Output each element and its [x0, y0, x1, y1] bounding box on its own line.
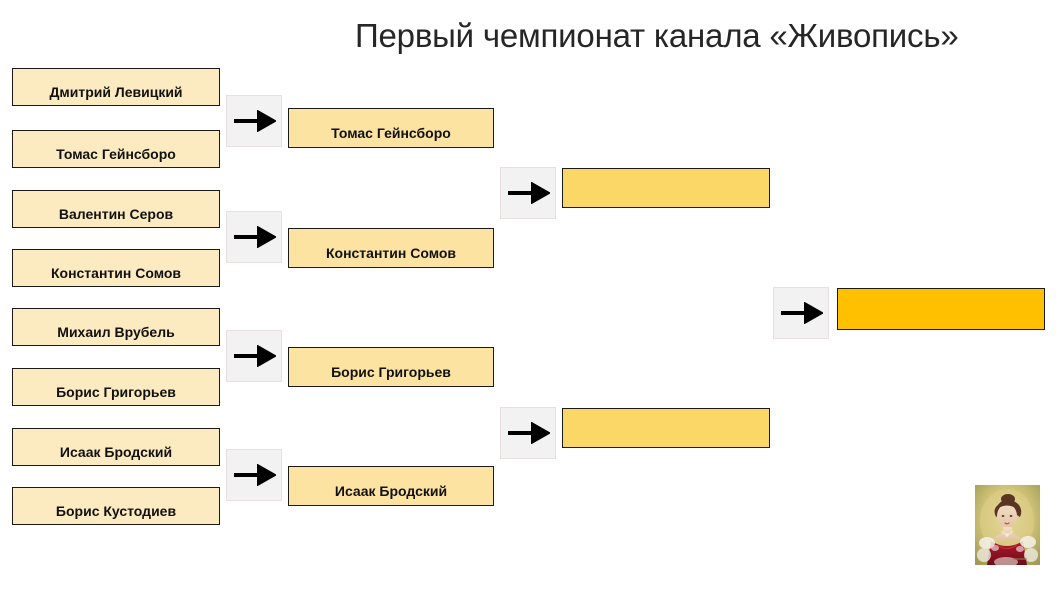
right-arrow-icon	[232, 345, 276, 367]
round1-player-slot[interactable]: Валентин Серов	[12, 190, 220, 228]
round2-match-arrow	[500, 167, 556, 219]
right-arrow-icon	[232, 226, 276, 248]
right-arrow-icon	[506, 182, 550, 204]
round1-player-slot[interactable]: Константин Сомов	[12, 249, 220, 287]
painting-thumbnail	[975, 485, 1040, 565]
round1-player-slot[interactable]: Томас Гейнсборо	[12, 130, 220, 168]
round1-match-arrow	[226, 449, 282, 501]
right-arrow-icon	[232, 110, 276, 132]
round1-match-arrow	[226, 211, 282, 263]
right-arrow-icon	[506, 422, 550, 444]
round1-match-arrow	[226, 330, 282, 382]
right-arrow-icon	[779, 302, 823, 324]
round2-match-arrow	[500, 407, 556, 459]
round1-player-slot[interactable]: Михаил Врубель	[12, 308, 220, 346]
champion-slot[interactable]	[837, 288, 1045, 330]
round1-player-slot[interactable]: Исаак Бродский	[12, 428, 220, 466]
round2-winner-slot[interactable]: Томас Гейнсборо	[288, 108, 494, 148]
round1-player-slot[interactable]: Дмитрий Левицкий	[12, 68, 220, 106]
right-arrow-icon	[232, 464, 276, 486]
round2-winner-slot[interactable]: Борис Григорьев	[288, 347, 494, 387]
final-match-arrow	[773, 287, 829, 339]
round1-player-slot[interactable]: Борис Кустодиев	[12, 487, 220, 525]
round1-match-arrow	[226, 95, 282, 147]
page-title: Первый чемпионат канала «Живопись»	[355, 17, 959, 54]
round3-winner-slot[interactable]	[562, 168, 770, 208]
painting-thumbnail-image	[975, 485, 1040, 565]
round2-winner-slot[interactable]: Исаак Бродский	[288, 466, 494, 506]
round3-winner-slot[interactable]	[562, 408, 770, 448]
round1-player-slot[interactable]: Борис Григорьев	[12, 368, 220, 406]
round2-winner-slot[interactable]: Константин Сомов	[288, 228, 494, 268]
